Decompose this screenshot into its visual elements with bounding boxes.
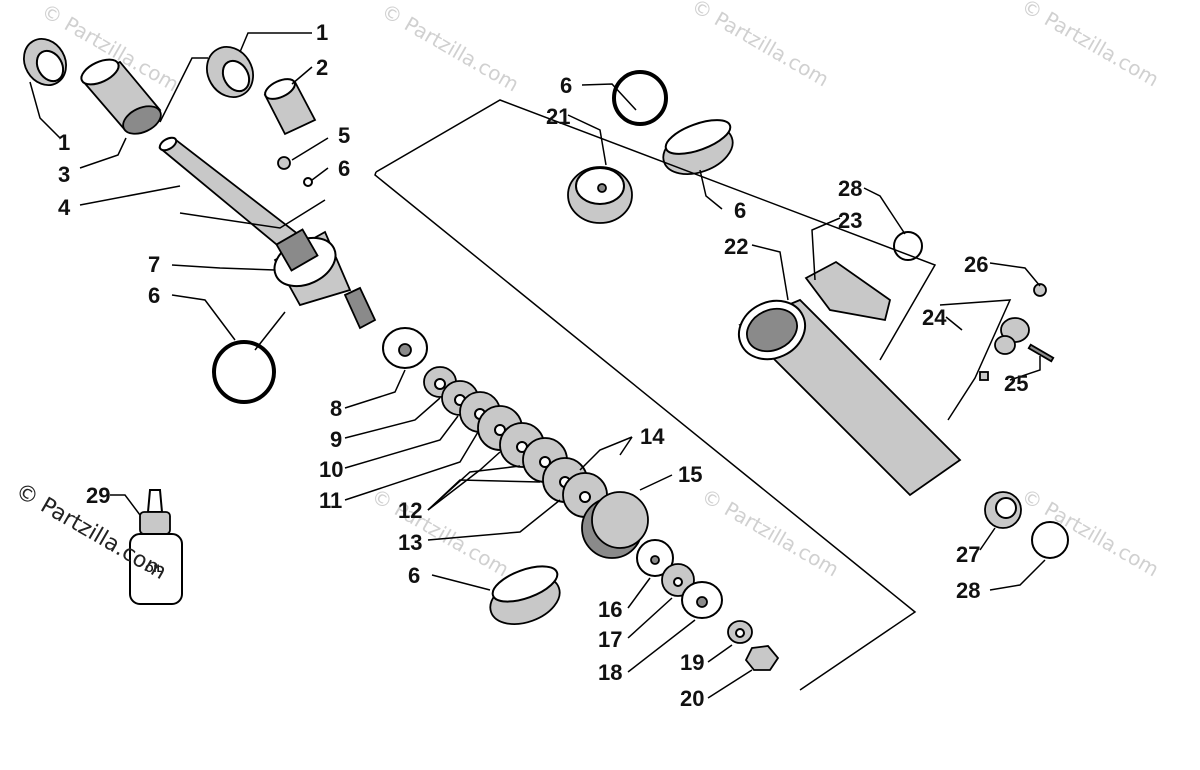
callout-16: 16 bbox=[598, 597, 622, 622]
part-o-ring-large bbox=[212, 340, 276, 404]
part-spacer bbox=[263, 78, 317, 136]
part-eyelet bbox=[273, 228, 377, 330]
callout-29: 29 bbox=[86, 483, 110, 508]
callout-24: 24 bbox=[922, 305, 947, 330]
callout-1: 1 bbox=[316, 20, 328, 45]
part-body-cylinder bbox=[737, 298, 962, 497]
watermark: © Partzilla.com bbox=[1018, 484, 1164, 582]
bracket-upper bbox=[375, 99, 937, 361]
part-band-lower bbox=[489, 565, 561, 625]
leader-lines bbox=[29, 32, 1046, 699]
oil-label: OIL bbox=[145, 563, 164, 575]
callout-19: 19 bbox=[680, 650, 704, 675]
callout-1: 1 bbox=[58, 130, 70, 155]
part-screw bbox=[277, 156, 291, 170]
callout-18: 18 bbox=[598, 660, 622, 685]
watermark: © Partzilla.com bbox=[688, 0, 834, 92]
part-o-ring-small bbox=[303, 177, 313, 187]
callout-26: 26 bbox=[964, 252, 988, 277]
callout-2: 2 bbox=[316, 55, 328, 80]
part-piston-head bbox=[567, 166, 633, 224]
part-o-ring-top bbox=[612, 70, 668, 126]
part-band-upper bbox=[662, 119, 734, 175]
part-snap-ring-upper bbox=[893, 231, 923, 261]
washer-stack bbox=[382, 327, 780, 671]
part-screw-26 bbox=[1033, 283, 1047, 297]
bracket-lower bbox=[374, 171, 917, 691]
watermark: © Partzilla.com bbox=[378, 0, 524, 97]
part-seal-27 bbox=[984, 491, 1022, 529]
part-sleeve bbox=[80, 58, 162, 135]
callout-6: 6 bbox=[734, 198, 746, 223]
callout-4: 4 bbox=[58, 195, 71, 220]
part-small-block bbox=[979, 371, 989, 381]
callout-6: 6 bbox=[408, 563, 420, 588]
callout-13: 13 bbox=[398, 530, 422, 555]
watermark: © Partzilla.com bbox=[1018, 0, 1164, 92]
callout-11: 11 bbox=[319, 488, 342, 513]
callout-6: 6 bbox=[338, 156, 350, 181]
callout-14: 14 bbox=[640, 424, 665, 449]
callout-25: 25 bbox=[1004, 371, 1028, 396]
callout-15: 15 bbox=[678, 462, 702, 487]
oil-bottle: OIL bbox=[129, 489, 183, 605]
part-cover bbox=[804, 260, 892, 322]
callouts: 1 2 1 3 4 5 6 7 6 8 9 10 11 12 13 14 15 … bbox=[58, 20, 1028, 711]
callout-5: 5 bbox=[338, 123, 350, 148]
callout-27: 27 bbox=[956, 542, 980, 567]
callout-23: 23 bbox=[838, 208, 862, 233]
callout-6: 6 bbox=[560, 73, 572, 98]
part-valve bbox=[994, 317, 1030, 355]
callout-7: 7 bbox=[148, 252, 160, 277]
part-bushing-top bbox=[206, 46, 254, 98]
callout-17: 17 bbox=[598, 627, 622, 652]
callout-9: 9 bbox=[330, 427, 342, 452]
part-bushing-left bbox=[23, 38, 67, 86]
callout-28: 28 bbox=[956, 578, 980, 603]
bracket-valve bbox=[939, 299, 1012, 421]
callout-20: 20 bbox=[680, 686, 704, 711]
callout-3: 3 bbox=[58, 162, 70, 187]
watermark: © Partzilla.com bbox=[698, 484, 844, 582]
callout-8: 8 bbox=[330, 396, 342, 421]
callout-10: 10 bbox=[319, 457, 343, 482]
callout-21: 21 bbox=[546, 104, 570, 129]
callout-22: 22 bbox=[724, 234, 748, 259]
callout-6: 6 bbox=[148, 283, 160, 308]
callout-28: 28 bbox=[838, 176, 862, 201]
part-snap-ring-lower bbox=[1031, 521, 1069, 559]
callout-12: 12 bbox=[398, 498, 422, 523]
part-pin bbox=[1027, 343, 1055, 363]
